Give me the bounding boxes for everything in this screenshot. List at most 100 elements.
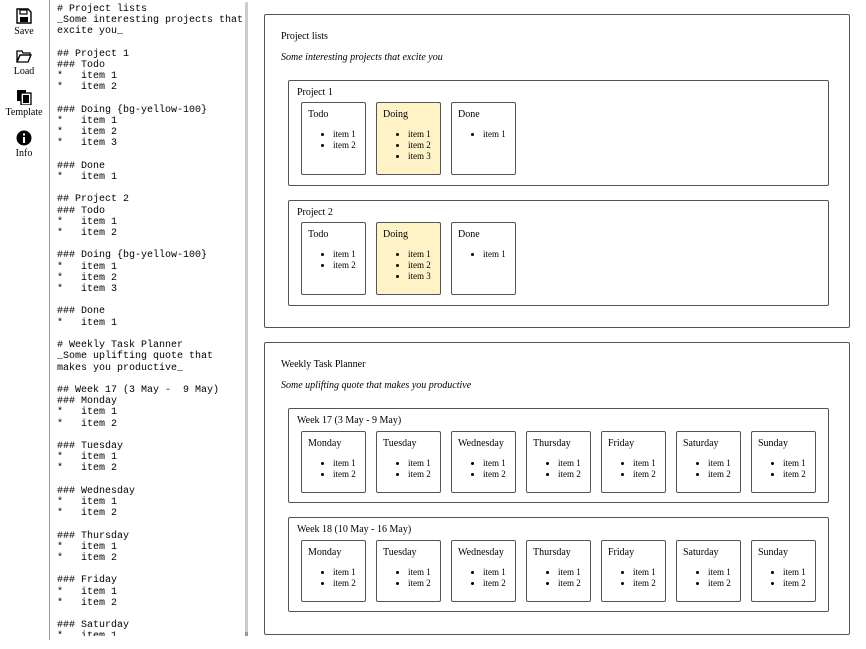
editor-resize-handle[interactable] xyxy=(245,632,248,636)
list-item: item 1 xyxy=(408,567,431,578)
card-title: Todo xyxy=(308,229,329,240)
card[interactable]: Doingitem 1item 2item 3 xyxy=(376,102,441,175)
card[interactable]: Doing item 1item 2item 3 xyxy=(376,222,441,295)
folder-open-icon xyxy=(16,50,32,63)
template-button[interactable]: Template xyxy=(0,89,48,118)
card-title: Doing xyxy=(383,229,408,240)
card[interactable]: Sunday item 1item 2 xyxy=(751,540,816,602)
card[interactable]: Wednesday item 1item 2 xyxy=(451,431,516,493)
save-label: Save xyxy=(14,26,34,37)
group-title: Project 2 xyxy=(297,207,333,218)
load-button[interactable]: Load xyxy=(0,48,48,77)
list-item: item 1 xyxy=(333,249,356,260)
card-title: Wednesday xyxy=(458,438,504,449)
card[interactable]: Tuesday item 1item 2 xyxy=(376,540,441,602)
card-item-list: item 1item 2 xyxy=(527,458,581,480)
card-title: Done xyxy=(458,229,480,240)
card-title: Thursday xyxy=(533,438,571,449)
card[interactable]: Saturday item 1item 2 xyxy=(676,431,741,493)
card-title: Monday xyxy=(308,547,342,558)
card-item-list: item 1item 2 xyxy=(377,567,431,589)
card[interactable]: Sundayitem 1item 2 xyxy=(751,431,816,493)
save-button[interactable]: Save xyxy=(0,8,48,37)
group: Week 18 (10 May - 16 May)Mondayitem 1ite… xyxy=(288,517,829,612)
list-item: item 2 xyxy=(408,260,431,271)
card[interactable]: Tuesdayitem 1item 2 xyxy=(376,431,441,493)
list-item: item 2 xyxy=(333,578,356,589)
group: Week 17 (3 May - 9 May) Mondayitem 1item … xyxy=(288,408,829,503)
card[interactable]: Thursday item 1item 2 xyxy=(526,431,591,493)
card[interactable]: Todoitem 1item 2 xyxy=(301,102,366,175)
group-title: Project 1 xyxy=(297,87,333,98)
copy-icon xyxy=(17,90,32,105)
card-title: Sunday xyxy=(758,547,788,558)
board-title: Weekly Task Planner xyxy=(281,359,366,370)
card-item-list: item 1item 2 xyxy=(602,567,656,589)
list-item: item 2 xyxy=(483,578,506,589)
card-item-list: item 1item 2 xyxy=(602,458,656,480)
group-title: Week 18 (10 May - 16 May) xyxy=(297,524,412,535)
load-label: Load xyxy=(13,66,35,77)
card-title: Friday xyxy=(608,438,635,449)
card[interactable]: Saturday item 1item 2 xyxy=(676,540,741,602)
card-item-list: item 1item 2 xyxy=(677,567,731,589)
list-item: item 3 xyxy=(408,151,431,162)
list-item: item 1 xyxy=(408,458,431,469)
card[interactable]: Wednesdayitem 1item 2 xyxy=(451,540,516,602)
list-item: item 2 xyxy=(708,469,731,480)
card[interactable]: Doneitem 1 xyxy=(451,222,516,295)
toolbar-divider xyxy=(49,0,50,640)
card-item-list: item 1item 2 xyxy=(752,458,806,480)
editor-scrollbar[interactable] xyxy=(245,2,248,636)
card-title: Saturday xyxy=(683,547,719,558)
list-item: item 1 xyxy=(783,567,806,578)
info-icon xyxy=(16,130,32,146)
card[interactable]: Friday item 1item 2 xyxy=(601,431,666,493)
card-item-list: item 1item 2 xyxy=(302,129,356,151)
list-item: item 2 xyxy=(783,469,806,480)
list-item: item 1 xyxy=(633,567,656,578)
list-item: item 2 xyxy=(558,469,581,480)
card[interactable]: Monday item 1item 2 xyxy=(301,540,366,602)
board-subtitle: Some uplifting quote that makes you prod… xyxy=(281,380,472,391)
list-item: item 1 xyxy=(483,249,506,260)
group: Project 1Todoitem 1item 2Doingitem 1item… xyxy=(288,80,829,186)
card-item-list: item 1 xyxy=(452,249,506,260)
card-title: Doing xyxy=(383,109,408,120)
list-item: item 2 xyxy=(783,578,806,589)
group: Project 2Todoitem 1item 2Doingitem 1item… xyxy=(288,200,829,306)
card-title: Done xyxy=(458,109,480,120)
card[interactable]: Fridayitem 1item 2 xyxy=(601,540,666,602)
card[interactable]: Doneitem 1 xyxy=(451,102,516,175)
list-item: item 1 xyxy=(783,458,806,469)
card[interactable]: Thursdayitem 1item 2 xyxy=(526,540,591,602)
list-item: item 3 xyxy=(408,271,431,282)
list-item: item 2 xyxy=(558,578,581,589)
markdown-editor[interactable]: # Project lists _Some interesting projec… xyxy=(57,4,244,636)
list-item: item 2 xyxy=(408,469,431,480)
board-subtitle: Some interesting projects that excite yo… xyxy=(281,52,443,63)
list-item: item 2 xyxy=(408,140,431,151)
list-item: item 1 xyxy=(633,458,656,469)
card-item-list: item 1item 2 xyxy=(302,567,356,589)
card-item-list: item 1item 2item 3 xyxy=(377,249,431,282)
list-item: item 2 xyxy=(408,578,431,589)
info-label: Info xyxy=(15,148,33,159)
card[interactable]: Mondayitem 1item 2 xyxy=(301,431,366,493)
card-item-list: item 1item 2 xyxy=(677,458,731,480)
card-title: Tuesday xyxy=(383,547,417,558)
list-item: item 1 xyxy=(483,567,506,578)
list-item: item 1 xyxy=(558,458,581,469)
save-icon xyxy=(16,8,32,24)
card[interactable]: Todo item 1item 2 xyxy=(301,222,366,295)
list-item: item 2 xyxy=(633,578,656,589)
list-item: item 1 xyxy=(483,129,506,140)
info-button[interactable]: Info xyxy=(0,130,48,159)
list-item: item 1 xyxy=(483,458,506,469)
card-item-list: item 1item 2 xyxy=(302,249,356,271)
group-title: Week 17 (3 May - 9 May) xyxy=(297,415,402,426)
card-title: Saturday xyxy=(683,438,719,449)
card-item-list: item 1item 2 xyxy=(452,458,506,480)
